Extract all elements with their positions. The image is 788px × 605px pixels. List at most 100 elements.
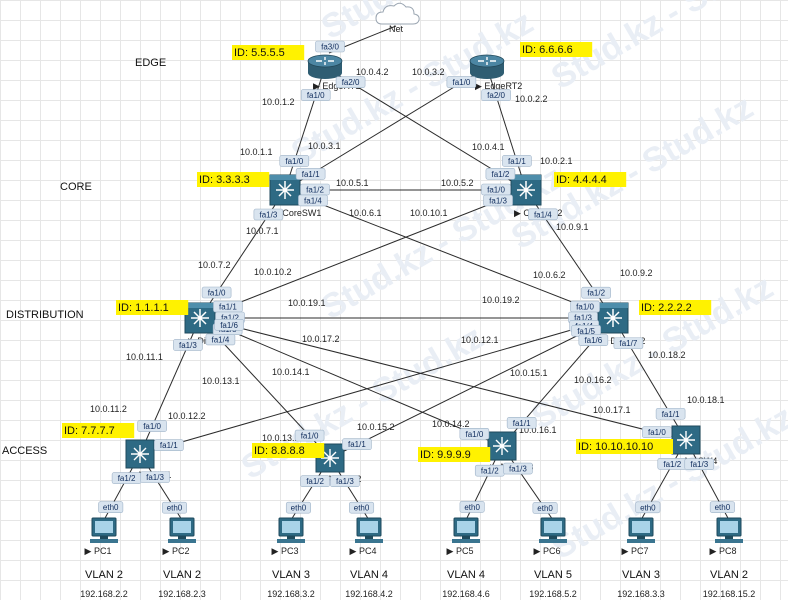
svg-text:fa1/2: fa1/2: [306, 186, 324, 195]
svg-text:fa1/6: fa1/6: [584, 336, 602, 345]
svg-text:fa1/3: fa1/3: [489, 196, 507, 205]
link-coresw1-distsw2: [284, 189, 614, 319]
coresw1-name-label: ▶ CoreSW1: [273, 208, 321, 218]
svg-text:fa1/3: fa1/3: [179, 341, 197, 350]
ip-label: 10.0.13.2: [262, 433, 300, 443]
port-label: fa1/2: [581, 286, 611, 299]
pc4-name-label: ▶ PC4: [350, 546, 377, 556]
accsw1-switch-icon[interactable]: [125, 439, 155, 469]
pc8-pc-icon[interactable]: [715, 517, 743, 543]
ip-label: 10.0.18.1: [687, 395, 725, 405]
id-highlight: [554, 172, 627, 187]
ip-label: 10.0.6.2: [533, 270, 566, 280]
pc2-name-label: ▶ PC2: [163, 546, 190, 556]
coresw2-id-label: ID: 4.4.4.4: [556, 174, 607, 186]
svg-text:eth0: eth0: [167, 504, 183, 513]
pc2-ip-label: 192.168.2.3: [158, 589, 206, 599]
link-edgert2-coresw2: [486, 66, 527, 191]
port-label: fa1/1: [295, 168, 326, 180]
pc7-name-label: ▶ PC7: [622, 546, 649, 556]
port-label: fa1/2: [657, 458, 688, 470]
edgert1-router-icon[interactable]: [307, 54, 343, 79]
pc8-vlan-label: VLAN 2: [710, 569, 748, 581]
ip-label: 10.0.1.2: [262, 97, 295, 107]
port-label: fa1/3: [483, 194, 513, 207]
ip-label: 10.0.7.1: [246, 226, 279, 236]
id-highlight: [197, 172, 270, 187]
svg-text:fa1/1: fa1/1: [219, 303, 237, 312]
port-label: fa1/0: [481, 183, 511, 196]
port-label: fa1/4: [205, 333, 236, 346]
accsw4-switch-icon[interactable]: [671, 425, 701, 455]
ip-label: 10.0.2.1: [540, 156, 573, 166]
accsw3-switch-icon[interactable]: [487, 431, 517, 461]
svg-text:fa1/3: fa1/3: [509, 465, 527, 474]
edgert2-router-icon[interactable]: [469, 54, 505, 79]
ip-label: 10.0.3.2: [412, 67, 445, 77]
port-label: fa1/3: [173, 339, 203, 351]
pc1-pc-icon[interactable]: [90, 517, 118, 543]
svg-text:fa1/0: fa1/0: [465, 430, 483, 439]
port-label: fa1/0: [279, 155, 310, 167]
svg-text:fa1/2: fa1/2: [492, 170, 510, 179]
port-label: eth0: [709, 501, 735, 513]
port-label: fa1/1: [506, 417, 537, 429]
svg-text:fa1/0: fa1/0: [307, 91, 325, 100]
port-label: fa1/2: [111, 472, 142, 484]
pc2-pc-icon[interactable]: [168, 517, 196, 543]
svg-text:fa1/4: fa1/4: [212, 335, 230, 344]
svg-text:fa3/0: fa3/0: [321, 43, 339, 52]
pc7-vlan-label: VLAN 3: [622, 569, 660, 581]
port-label: fa1/0: [446, 76, 477, 88]
port-label: fa1/2: [485, 168, 516, 180]
svg-text:fa1/0: fa1/0: [143, 422, 161, 431]
svg-text:fa1/1: fa1/1: [302, 170, 320, 179]
port-label: fa1/6: [578, 334, 609, 346]
port-label: fa1/0: [137, 420, 167, 432]
svg-text:fa1/1: fa1/1: [508, 157, 526, 166]
distsw2-switch-icon[interactable]: [597, 302, 629, 334]
pc3-pc-icon[interactable]: [277, 517, 305, 543]
svg-text:fa1/4: fa1/4: [304, 196, 322, 205]
port-label: eth0: [349, 501, 375, 514]
pc5-vlan-label: VLAN 4: [447, 569, 485, 581]
coresw1-switch-icon[interactable]: [269, 174, 301, 206]
distsw1-switch-icon[interactable]: [184, 302, 216, 334]
pc7-pc-icon[interactable]: [627, 517, 655, 543]
link-distsw1-accsw4: [199, 317, 687, 441]
ip-label: 10.0.17.1: [593, 405, 631, 415]
edgert2-id-label: ID: 6.6.6.6: [522, 44, 573, 56]
pc6-ip-label: 192.168.5.2: [529, 589, 577, 599]
section-label-distribution: DISTRIBUTION: [6, 309, 84, 321]
pc4-pc-icon[interactable]: [355, 517, 383, 543]
pc3-ip-label: 192.168.3.2: [267, 589, 315, 599]
pc5-name-label: ▶ PC5: [447, 546, 474, 556]
id-highlight: [252, 443, 325, 458]
port-label: fa1/2: [474, 464, 505, 477]
id-highlight: [116, 300, 189, 315]
svg-text:eth0: eth0: [537, 504, 553, 513]
link-distsw2-accsw1: [139, 317, 614, 455]
pc6-pc-icon[interactable]: [539, 517, 567, 543]
svg-text:fa2/0: fa2/0: [487, 91, 505, 100]
pc1-ip-label: 192.168.2.2: [80, 589, 128, 599]
coresw1-id-label: ID: 3.3.3.3: [199, 174, 250, 186]
pc1-name-label: ▶ PC1: [85, 546, 112, 556]
ip-label: 10.0.9.2: [620, 268, 653, 278]
ip-label: 10.0.14.2: [432, 419, 470, 429]
labels-layer: 10.0.1.210.0.1.110.0.4.210.0.4.110.0.3.2…: [2, 57, 725, 457]
pc5-pc-icon[interactable]: [452, 517, 480, 543]
port-label: fa1/3: [253, 208, 284, 221]
ip-label: 10.0.15.1: [510, 368, 548, 378]
ip-label: 10.0.10.2: [254, 267, 292, 277]
ip-label: 10.0.12.1: [461, 335, 499, 345]
coresw2-switch-icon[interactable]: [510, 174, 542, 206]
port-label: eth0: [459, 501, 485, 513]
svg-text:fa1/0: fa1/0: [285, 157, 303, 166]
ip-label: 10.0.10.1: [410, 208, 448, 218]
port-label: fa1/3: [503, 462, 533, 475]
cloud-name-label: Net: [389, 24, 404, 34]
cloud-icon[interactable]: [375, 2, 420, 25]
svg-text:fa1/7: fa1/7: [620, 339, 638, 348]
